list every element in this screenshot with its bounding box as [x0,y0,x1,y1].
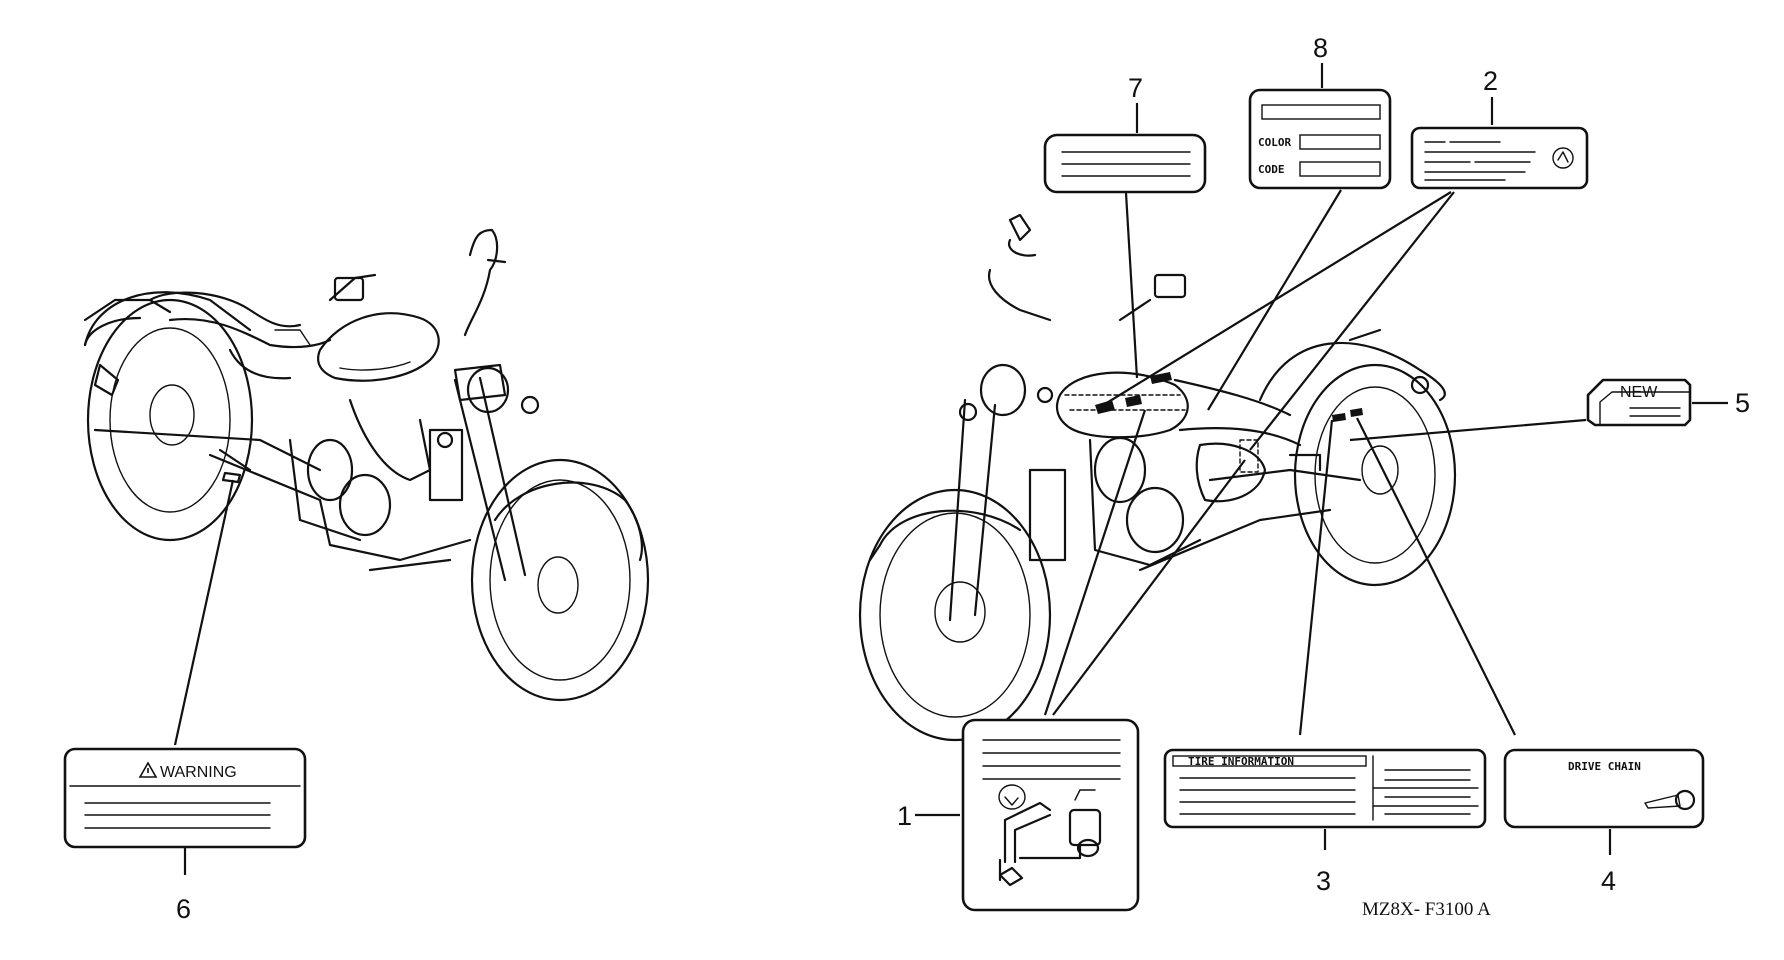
part-2-label [1410,126,1589,190]
leader-7 [1124,192,1139,379]
warning-triangle-icon [138,761,158,778]
part-7-label [1043,133,1207,194]
leader-3 [1298,419,1334,736]
callout-6: 6 [176,894,191,924]
leader-2b [1249,191,1455,451]
part-6-warning-label: WARNING [63,747,307,849]
new-label-text: NEW [1620,384,1658,401]
leader-6 [173,479,235,746]
leader-5 [1349,418,1587,442]
diagram-code: MZ8X- F3100 A [1362,899,1491,920]
warning-label-text: WARNING [160,764,237,781]
leader-2a [1104,191,1452,405]
part-1-label [961,718,1140,912]
left-motorcycle [83,228,650,702]
right-motorcycle [858,213,1457,742]
part-5-new-label: NEW [1586,378,1692,427]
drive-chain-text: DRIVE CHAIN [1568,760,1641,773]
part-4-drive-chain-label: DRIVE CHAIN [1503,748,1705,829]
callout-7: 7 [1128,73,1143,103]
callout-4: 4 [1601,866,1616,896]
leader-4 [1356,417,1516,736]
callout-5: 5 [1735,388,1750,418]
part-8-color-code-label: COLOR CODE [1248,88,1392,190]
callout-8: 8 [1313,33,1328,63]
color-label-text: COLOR [1258,136,1291,149]
callout-2: 2 [1483,66,1498,96]
leader-1b [1052,459,1246,716]
tire-information-text: TIRE INFORMATION [1188,755,1294,768]
callout-1: 1 [897,801,912,831]
callout-3: 3 [1316,866,1331,896]
part-3-tire-information-label: TIRE INFORMATION [1163,748,1487,829]
code-label-text: CODE [1258,163,1285,176]
leader-1a [1043,409,1147,716]
